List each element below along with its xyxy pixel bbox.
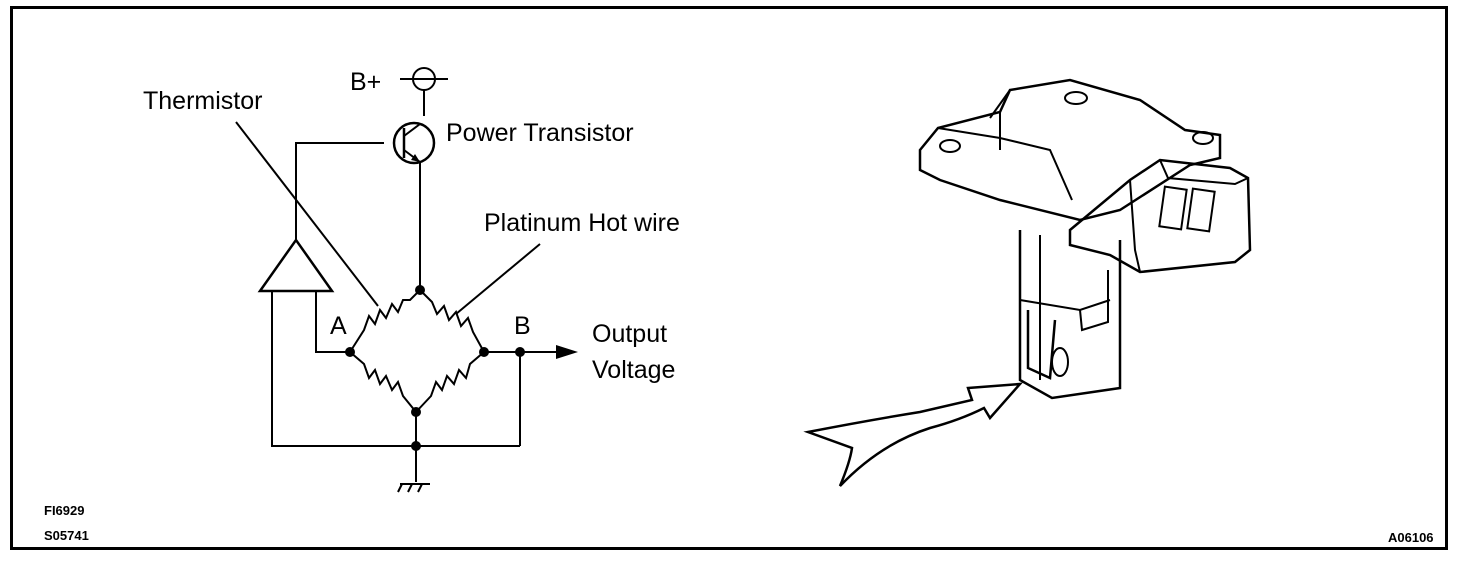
platinum-hot-wire-label: Platinum Hot wire xyxy=(484,209,680,237)
thermistor-label: Thermistor xyxy=(143,87,262,115)
op-amp xyxy=(257,237,520,447)
node-b-label: B xyxy=(514,312,531,340)
bridge xyxy=(345,285,489,417)
ground-symbol xyxy=(397,412,430,493)
figure-code-2: S05741 xyxy=(44,528,89,543)
diagram-frame xyxy=(10,6,1448,550)
air-flow-meter-illustration xyxy=(803,78,1252,487)
output-label-line2: Voltage xyxy=(592,356,675,384)
hot-wire-leader xyxy=(455,243,541,315)
output-line xyxy=(484,345,578,446)
figure-code-3: A06106 xyxy=(1388,530,1434,545)
node-a-label: A xyxy=(330,312,347,340)
power-transistor-label: Power Transistor xyxy=(446,119,634,147)
b-plus-label: B+ xyxy=(350,68,381,96)
output-label-line1: Output xyxy=(592,320,667,348)
b-plus-terminal xyxy=(400,67,448,116)
power-transistor xyxy=(392,121,436,290)
thermistor-leader xyxy=(235,121,379,307)
figure-code-1: FI6929 xyxy=(44,503,84,518)
base-wire xyxy=(295,142,384,240)
